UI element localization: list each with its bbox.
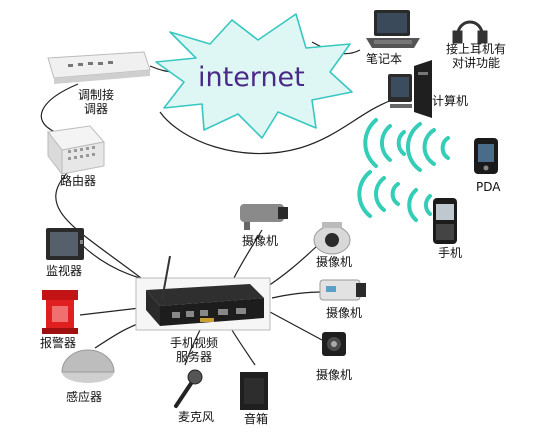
laptop-icon [366,10,420,48]
sensor-label: 感应器 [66,390,103,404]
dome-sensor-icon [61,349,115,383]
video-server-icon [135,255,271,331]
connection-lines [40,41,393,366]
internet-cloud-shape [155,13,353,139]
microphone-icon [174,369,203,408]
line-cam2-server [264,244,319,289]
line-mic-server [184,329,201,366]
speaker-label: 音箱 [244,412,269,426]
microphone-label: 麦克风 [178,410,215,424]
router-icon [47,125,105,176]
modem-icon [47,51,151,84]
line-cloud-computer [159,99,393,155]
wireless-signal-icon [357,118,450,222]
camera-label-2: 摄像机 [316,255,353,269]
router-label: 路由器 [60,174,97,188]
speaker-icon [240,372,268,410]
alarm-light-icon [42,290,78,334]
cctv-camera-icon [313,222,351,255]
computer-label: 计算机 [432,94,469,108]
line-modem-router [40,83,79,133]
server-label: 手机视频服务器 [169,336,218,364]
cctv-camera-icon [240,204,288,230]
camera-label-4: 摄像机 [316,368,353,382]
pda-icon [474,138,498,174]
pda-label: PDA [476,180,501,194]
cctv-camera-icon [319,279,366,301]
camera-label-3: 摄像机 [326,306,363,320]
line-alarm-server [79,307,141,316]
alarm-label: 报警器 [40,336,77,350]
line-router-server [55,169,151,286]
line-monitor-server [81,244,141,279]
line-speaker-server [231,329,256,366]
headset-icon [452,20,488,44]
modem-label: 调制接调器 [77,88,114,116]
headset-label: 接上耳机有对讲功能 [446,42,507,70]
mobile-phone-icon [433,198,457,244]
phone-label: 手机 [438,246,463,260]
camera-label-1: 摄像机 [242,234,279,248]
internet-cloud: internet [155,13,353,139]
line-cam4-server [269,311,323,341]
line-cam3-server [271,291,323,299]
laptop-label: 笔记本 [366,52,403,66]
internet-label: internet [198,62,305,93]
cctv-camera-icon [322,332,346,356]
monitor-label: 监视器 [46,264,83,278]
crt-monitor-icon [46,228,84,260]
computer-tower-icon [388,60,432,118]
